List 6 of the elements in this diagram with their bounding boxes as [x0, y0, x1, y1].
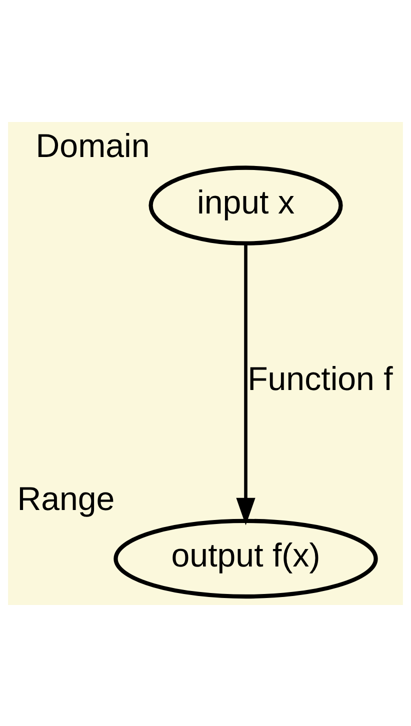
node-ellipse: input x: [148, 165, 343, 245]
node-ellipse: output f(x): [114, 518, 378, 598]
node-label: Range: [17, 480, 115, 518]
node-label: Domain: [36, 127, 150, 164]
arrow: [236, 243, 256, 525]
edge-label: Function f: [248, 360, 393, 398]
